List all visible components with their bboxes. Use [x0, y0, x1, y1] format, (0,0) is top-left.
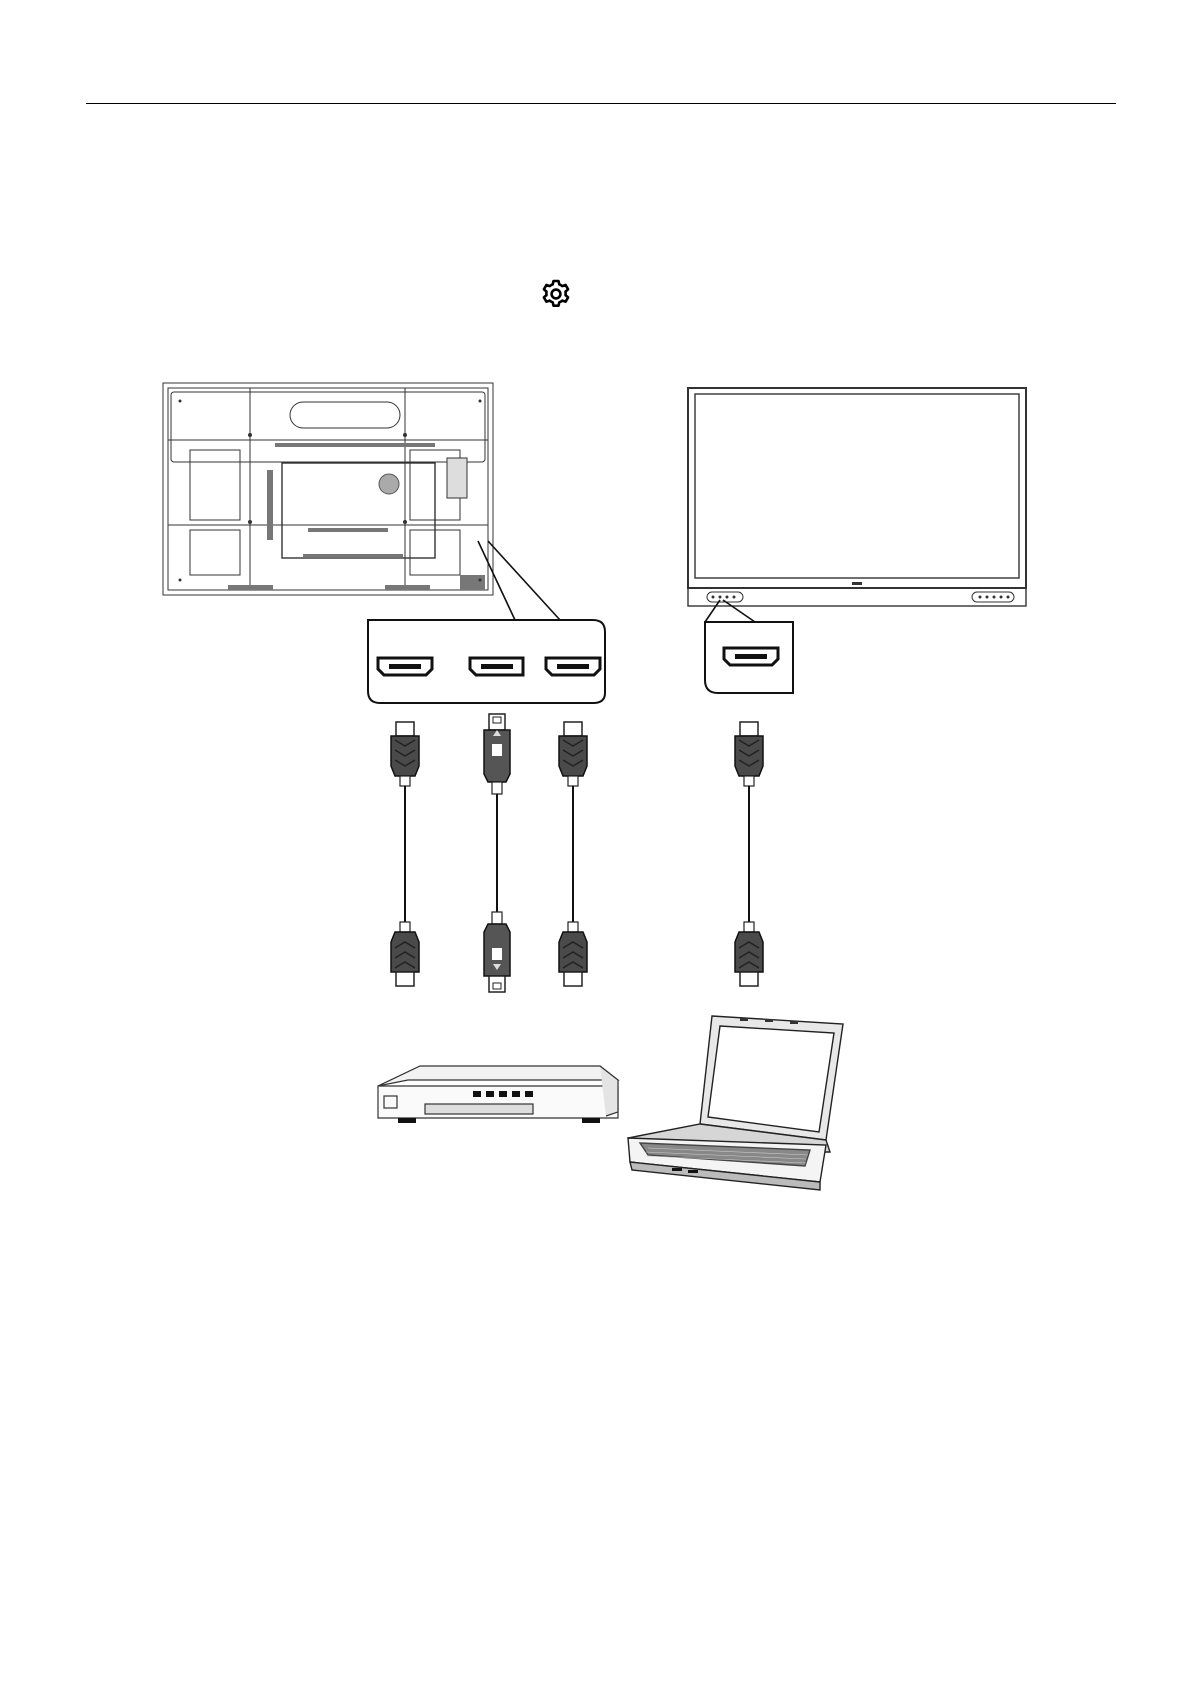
hdmi-cable-1	[391, 722, 419, 986]
rear-port-panel	[368, 620, 605, 703]
laptop	[628, 1016, 843, 1190]
media-player-box	[378, 1066, 618, 1123]
hdmi-cable-3	[735, 722, 763, 986]
hdmi-port-2-icon	[546, 658, 600, 675]
hdmi-port-front-icon	[724, 648, 778, 665]
hdmi-cable-2	[559, 722, 587, 986]
hdmi-port-1-icon	[378, 658, 432, 675]
front-port-panel	[705, 622, 793, 693]
display-rear-view	[163, 383, 493, 595]
displayport-port-icon	[470, 658, 523, 675]
display-front-view	[688, 388, 1026, 606]
front-callout-lines	[705, 600, 755, 622]
displayport-cable	[484, 714, 510, 992]
